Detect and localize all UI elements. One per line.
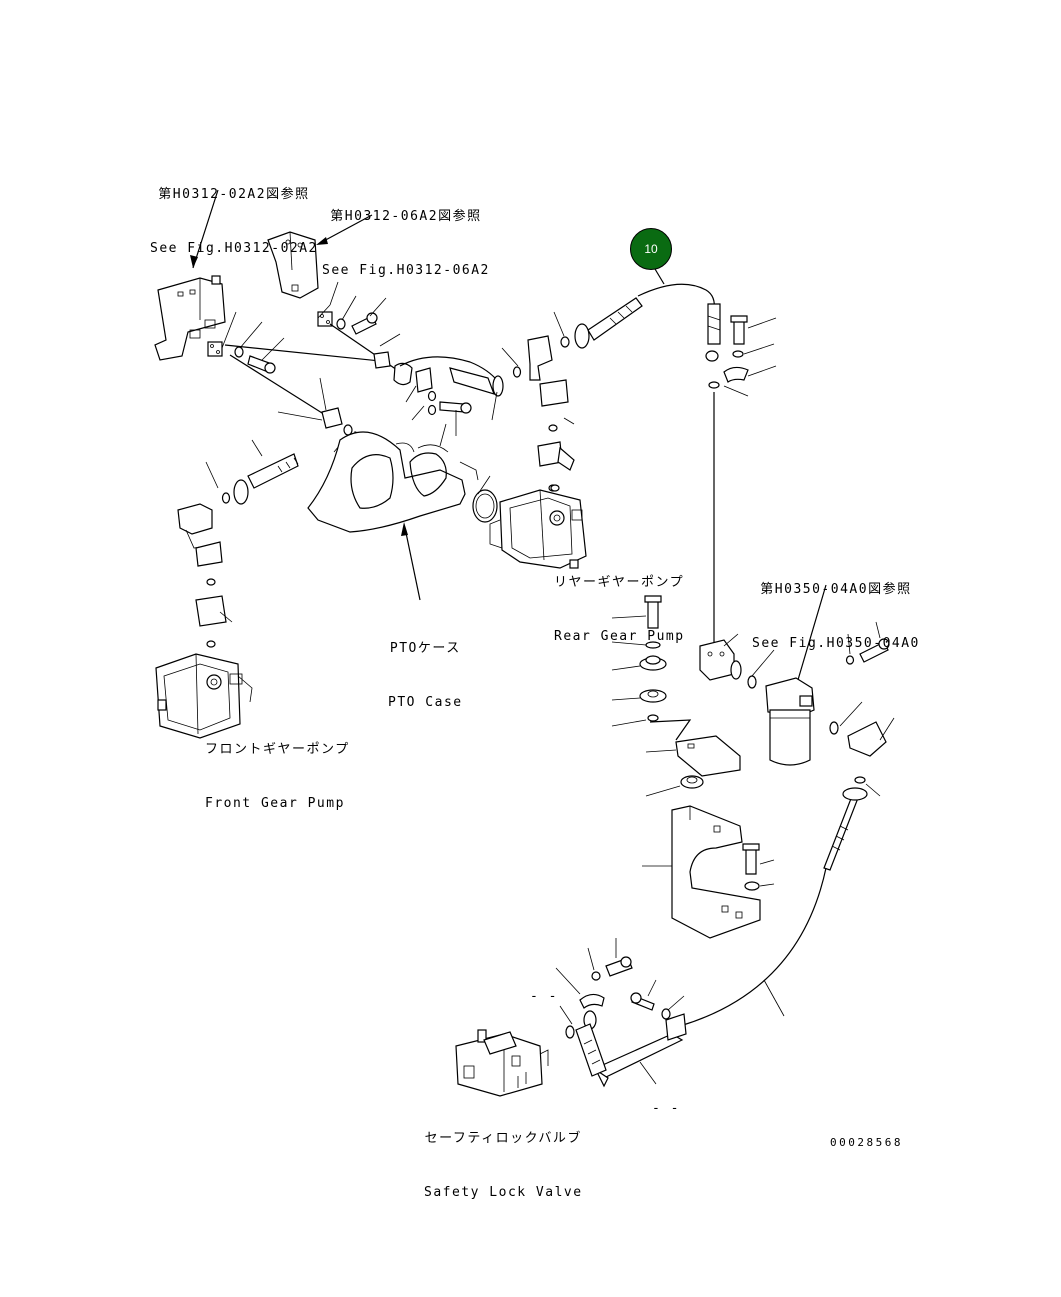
reference-04A0-en: See Fig.H0350-04A0: [752, 636, 920, 651]
hose-upper-left: [399, 347, 522, 421]
left-fittings: [177, 439, 299, 648]
safety-lock-valve-en: Safety Lock Valve: [424, 1185, 583, 1200]
reference-06A2-jp: 第H0312-06A2図参照: [330, 209, 482, 224]
hose-item-10: [574, 263, 777, 646]
reference-06A2-en: See Fig.H0312-06A2: [322, 263, 490, 278]
drawing-number: 00028568: [830, 1136, 903, 1149]
front-gear-pump-jp: フロントギヤーポンプ: [205, 742, 350, 757]
pto-case-en: PTO Case: [388, 695, 463, 710]
reference-02A2-en: See Fig.H0312-02A2: [150, 241, 318, 256]
dash-mark-lower: - -: [652, 1101, 680, 1116]
safety-lock-valve-jp: セーフティロックバルブ: [424, 1131, 582, 1146]
engine-bracket-left: [154, 275, 226, 361]
dash-mark-upper: - -: [530, 989, 558, 1004]
filter-mount-plate: [645, 735, 741, 797]
pto-case: [307, 431, 498, 533]
reference-06A2: 第H0312-06A2図参照 See Fig.H0312-06A2: [322, 172, 490, 298]
c-bracket: [642, 805, 775, 939]
rear-gear-pump-label: リヤーギヤーポンプ Rear Gear Pump: [554, 538, 685, 664]
reference-02A2-jp: 第H0312-02A2図参照: [158, 187, 310, 202]
safety-lock-valve-label: セーフティロックバルブ Safety Lock Valve: [424, 1094, 583, 1220]
pto-case-label: PTOケース PTO Case: [388, 604, 463, 730]
bracket-hardware-right: [611, 595, 692, 741]
front-gear-pump-label: フロントギヤーポンプ Front Gear Pump: [205, 705, 350, 831]
front-gear-pump: [155, 653, 253, 739]
pto-case-jp: PTOケース: [389, 641, 461, 656]
mounting-hardware-upper: [207, 281, 401, 374]
reference-04A0-jp: 第H0350-04A0図参照: [760, 582, 912, 597]
engine-bracket-upper: [267, 231, 319, 299]
reference-02A2: 第H0312-02A2図参照 See Fig.H0312-02A2: [150, 150, 318, 276]
front-gear-pump-en: Front Gear Pump: [205, 796, 345, 811]
hydraulic-filter: [699, 621, 895, 766]
link-rods: [224, 323, 401, 419]
rear-gear-pump: [489, 484, 587, 569]
callout-item-10[interactable]: 10: [630, 228, 672, 270]
safety-lock-valve: [455, 1029, 549, 1097]
rear-gear-pump-en: Rear Gear Pump: [554, 629, 685, 644]
reference-04A0: 第H0350-04A0図参照 See Fig.H0350-04A0: [752, 545, 920, 671]
rear-gear-pump-jp: リヤーギヤーポンプ: [554, 575, 685, 590]
lower-fittings: [555, 938, 687, 1088]
hose-lower: [679, 776, 881, 1027]
elbow-fittings-upper: [527, 311, 575, 492]
